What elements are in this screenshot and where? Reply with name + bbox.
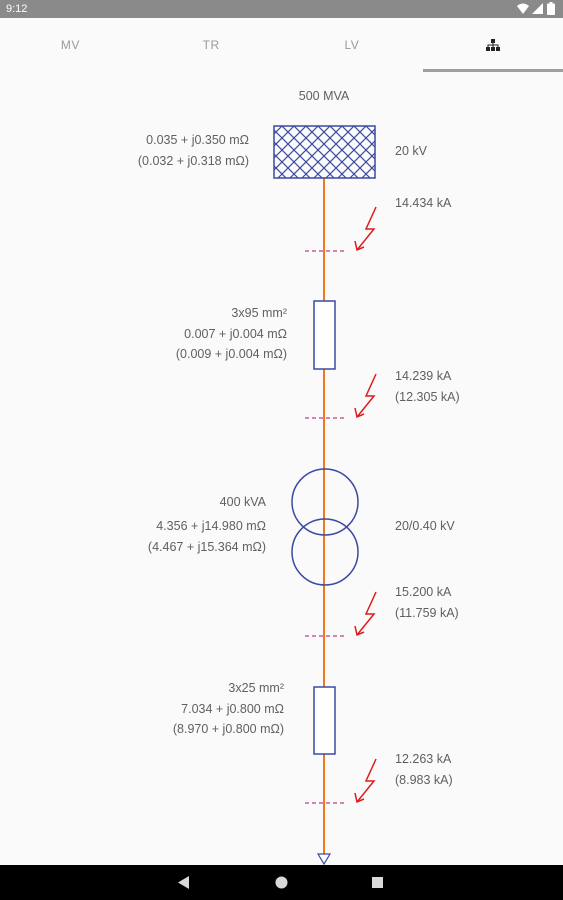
- tab-mv-label: MV: [60, 38, 80, 52]
- lightning-icon: [354, 206, 377, 252]
- lightning-icon: [354, 758, 377, 804]
- home-icon[interactable]: [275, 876, 288, 889]
- tab-active-indicator: [423, 69, 563, 72]
- transformer-impedance: 4.356 + j14.980 mΩ: [156, 519, 266, 533]
- feeder-end-arrow-icon: [316, 853, 332, 865]
- fault-3-current-alt: (11.759 kA): [395, 606, 459, 620]
- source-power: 500 MVA: [298, 89, 350, 103]
- wifi-icon: [517, 3, 529, 14]
- sitemap-icon: [485, 39, 500, 51]
- lightning-icon: [354, 373, 377, 419]
- mv-cable-section: 3x95 mm²: [231, 306, 287, 320]
- lv-cable-impedance-alt: (8.970 + j0.800 mΩ): [172, 722, 284, 736]
- tab-tr-label: TR: [202, 38, 220, 52]
- tab-mv[interactable]: MV: [0, 18, 141, 72]
- fault-1-current: 14.434 kA: [395, 196, 452, 210]
- recents-icon[interactable]: [372, 877, 383, 888]
- status-bar: 9:12: [0, 0, 563, 18]
- fault-3-current: 15.200 kA: [395, 585, 452, 599]
- source-voltage: 20 kV: [395, 144, 427, 158]
- back-icon[interactable]: [178, 876, 190, 889]
- single-line-diagram: 500 MVA 0.035 + j0.350 mΩ (0.032 + j0.31…: [0, 72, 563, 865]
- fault-2-current: 14.239 kA: [395, 369, 452, 383]
- transformer-power: 400 kVA: [219, 495, 266, 509]
- source-impedance-alt: (0.032 + j0.318 mΩ): [137, 154, 249, 168]
- status-icons: [517, 2, 555, 15]
- lv-cable-impedance: 7.034 + j0.800 mΩ: [181, 702, 284, 716]
- transformer-symbol: [291, 468, 359, 586]
- source-impedance: 0.035 + j0.350 mΩ: [146, 133, 249, 147]
- battery-icon: [547, 2, 555, 15]
- tab-lv-label: LV: [344, 38, 360, 52]
- tab-tr[interactable]: TR: [141, 18, 282, 72]
- fault-4-current-alt: (8.983 kA): [395, 773, 453, 787]
- mv-cable-symbol: [313, 300, 336, 370]
- fault-4-current: 12.263 kA: [395, 752, 452, 766]
- tab-diagram[interactable]: [422, 18, 563, 72]
- navigation-bar: [0, 865, 563, 900]
- signal-icon: [532, 2, 543, 14]
- transformer-impedance-alt: (4.467 + j15.364 mΩ): [147, 540, 266, 554]
- status-time: 9:12: [6, 3, 28, 15]
- lv-cable-section: 3x25 mm²: [228, 681, 284, 695]
- grid-source-symbol: [273, 125, 376, 179]
- lv-cable-symbol: [313, 686, 336, 755]
- mv-cable-impedance: 0.007 + j0.004 mΩ: [184, 327, 287, 341]
- mv-cable-impedance-alt: (0.009 + j0.004 mΩ): [175, 347, 287, 361]
- transformer-ratio: 20/0.40 kV: [395, 519, 455, 533]
- fault-2-current-alt: (12.305 kA): [395, 390, 460, 404]
- lightning-icon: [354, 591, 377, 637]
- tab-bar: MV TR LV: [0, 18, 563, 72]
- tab-lv[interactable]: LV: [282, 18, 423, 72]
